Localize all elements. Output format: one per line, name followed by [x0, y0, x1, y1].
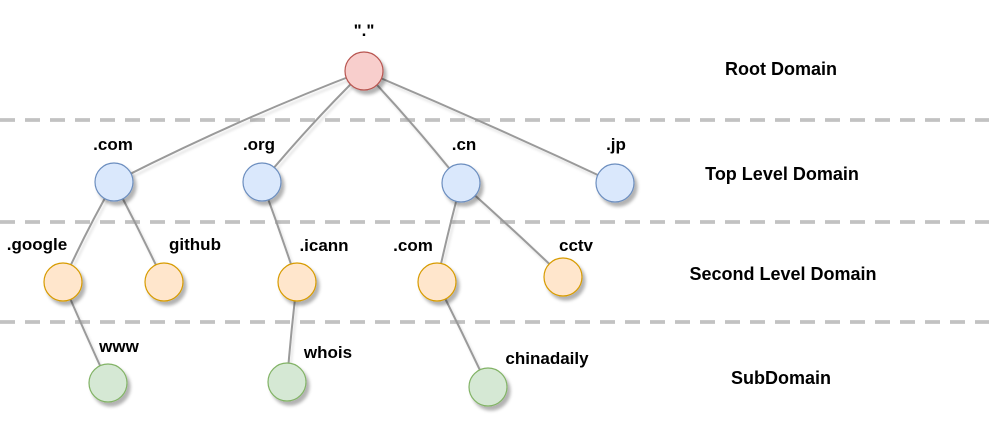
svg-text:".": "."	[354, 21, 375, 40]
svg-text:.com: .com	[93, 135, 133, 154]
svg-text:www: www	[98, 337, 139, 356]
svg-text:Root Domain: Root Domain	[725, 59, 837, 79]
svg-text:chinadaily: chinadaily	[505, 349, 589, 368]
svg-text:.com: .com	[393, 236, 433, 255]
svg-text:.org: .org	[243, 135, 275, 154]
svg-text:whois: whois	[303, 343, 352, 362]
svg-text:.google: .google	[7, 235, 67, 254]
svg-text:Second Level Domain: Second Level Domain	[689, 264, 876, 284]
svg-text:github: github	[169, 235, 221, 254]
svg-text:Top Level Domain: Top Level Domain	[705, 164, 859, 184]
svg-text:cctv: cctv	[559, 236, 594, 255]
svg-text:.jp: .jp	[606, 135, 626, 154]
svg-text:SubDomain: SubDomain	[731, 368, 831, 388]
svg-text:.cn: .cn	[452, 135, 477, 154]
svg-text:.icann: .icann	[299, 236, 348, 255]
